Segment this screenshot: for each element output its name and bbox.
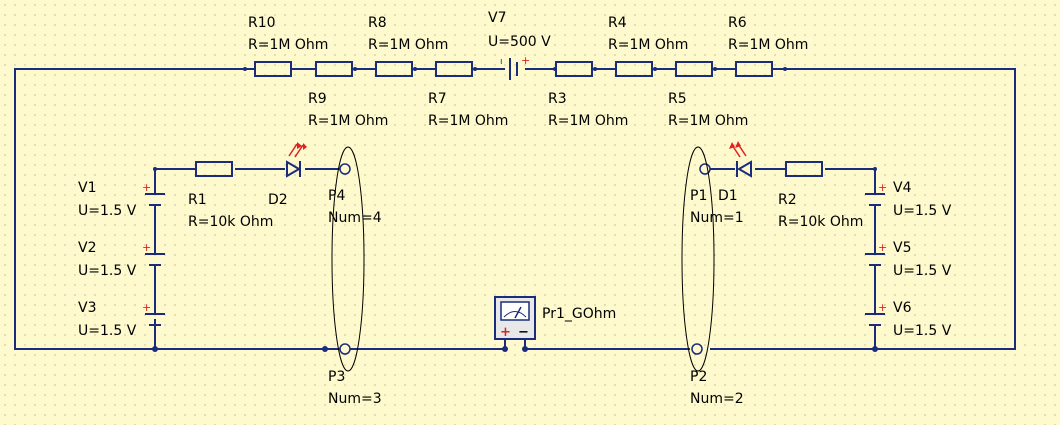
r6-name: R6 — [728, 15, 747, 31]
v7-value: U=500 V — [488, 34, 551, 50]
v5-value: U=1.5 V — [893, 263, 952, 279]
r5-value: R=1M Ohm — [668, 113, 748, 129]
resistor-r5[interactable] — [675, 61, 713, 77]
v4-name: V4 — [893, 180, 912, 196]
p4-name: P4 — [328, 188, 345, 204]
p4-num: Num=4 — [328, 210, 382, 226]
svg-text:+: + — [142, 181, 151, 194]
v5-name: V5 — [893, 240, 911, 256]
r1-name: R1 — [188, 192, 207, 208]
r5-name: R5 — [668, 91, 687, 107]
p1-name: P1 — [690, 188, 707, 204]
svg-text:+: + — [878, 181, 887, 194]
v3-value: U=1.5 V — [78, 323, 137, 339]
port-p2[interactable] — [691, 343, 703, 355]
r3-name: R3 — [548, 91, 567, 107]
resistor-r6[interactable] — [735, 61, 785, 77]
r4-name: R4 — [608, 15, 627, 31]
r10-value: R=1M Ohm — [248, 37, 328, 53]
probe-minus-label: − — [518, 325, 529, 340]
svg-text:+: + — [878, 241, 887, 254]
d2-name: D2 — [268, 192, 288, 208]
battery-v6[interactable]: + — [865, 301, 887, 330]
v6-value: U=1.5 V — [893, 323, 952, 339]
resistor-r8[interactable] — [315, 61, 353, 77]
p3-num: Num=3 — [328, 391, 382, 407]
svg-text:ı: ı — [500, 57, 503, 67]
port-p3[interactable] — [339, 343, 351, 355]
port-pair-ellipse-right — [681, 146, 715, 372]
svg-text:+: + — [142, 241, 151, 254]
battery-v5[interactable]: + — [865, 241, 887, 272]
d1-name: D1 — [718, 188, 738, 204]
r6-value: R=1M Ohm — [728, 37, 808, 53]
r4-value: R=1M Ohm — [608, 37, 688, 53]
p3-name: P3 — [328, 369, 345, 385]
r8-name: R8 — [368, 15, 387, 31]
battery-v3[interactable]: + — [142, 301, 165, 330]
r9-name: R9 — [308, 91, 327, 107]
r8-value: R=1M Ohm — [368, 37, 448, 53]
v6-name: V6 — [893, 300, 912, 316]
r9-value: R=1M Ohm — [308, 113, 388, 129]
svg-text:+: + — [142, 301, 151, 314]
r7-value: R=1M Ohm — [428, 113, 508, 129]
led-d1[interactable] — [729, 141, 752, 178]
resistor-r1[interactable] — [195, 161, 233, 177]
resistor-r2[interactable] — [785, 161, 823, 177]
svg-text:+: + — [878, 301, 887, 314]
port-pair-ellipse-left — [331, 146, 365, 372]
v3-name: V3 — [78, 300, 96, 316]
led-d2[interactable] — [286, 142, 307, 178]
p2-num: Num=2 — [690, 391, 744, 407]
probe-plus-label: + — [500, 325, 511, 340]
resistor-r10[interactable] — [245, 61, 295, 77]
battery-v1[interactable]: + — [142, 181, 165, 212]
p1-num: Num=1 — [690, 210, 744, 226]
probe-name: Pr1_GOhm — [542, 306, 616, 322]
r1-value: R=10k Ohm — [188, 214, 273, 230]
r3-value: R=1M Ohm — [548, 113, 628, 129]
v1-value: U=1.5 V — [78, 203, 137, 219]
v4-value: U=1.5 V — [893, 203, 952, 219]
v7-name: V7 — [488, 10, 506, 26]
p2-name: P2 — [690, 369, 707, 385]
voltmeter-probe-icon[interactable] — [494, 296, 536, 349]
port-p4[interactable] — [339, 163, 351, 175]
battery-v4[interactable]: + — [865, 181, 887, 212]
battery-v2[interactable]: + — [142, 241, 165, 272]
r7-name: R7 — [428, 91, 447, 107]
v2-value: U=1.5 V — [78, 263, 137, 279]
r2-name: R2 — [778, 192, 797, 208]
r2-value: R=10k Ohm — [778, 214, 863, 230]
resistor-r9[interactable] — [435, 61, 473, 77]
resistor-r7[interactable] — [375, 61, 413, 77]
resistor-r4[interactable] — [615, 61, 653, 77]
r10-name: R10 — [248, 15, 276, 31]
top-wire-endpoints — [243, 67, 787, 71]
voltage-source-v7[interactable]: + ı — [500, 54, 530, 80]
wiring — [14, 68, 1016, 350]
v2-name: V2 — [78, 240, 96, 256]
v1-name: V1 — [78, 180, 96, 196]
svg-text:+: + — [521, 54, 530, 67]
